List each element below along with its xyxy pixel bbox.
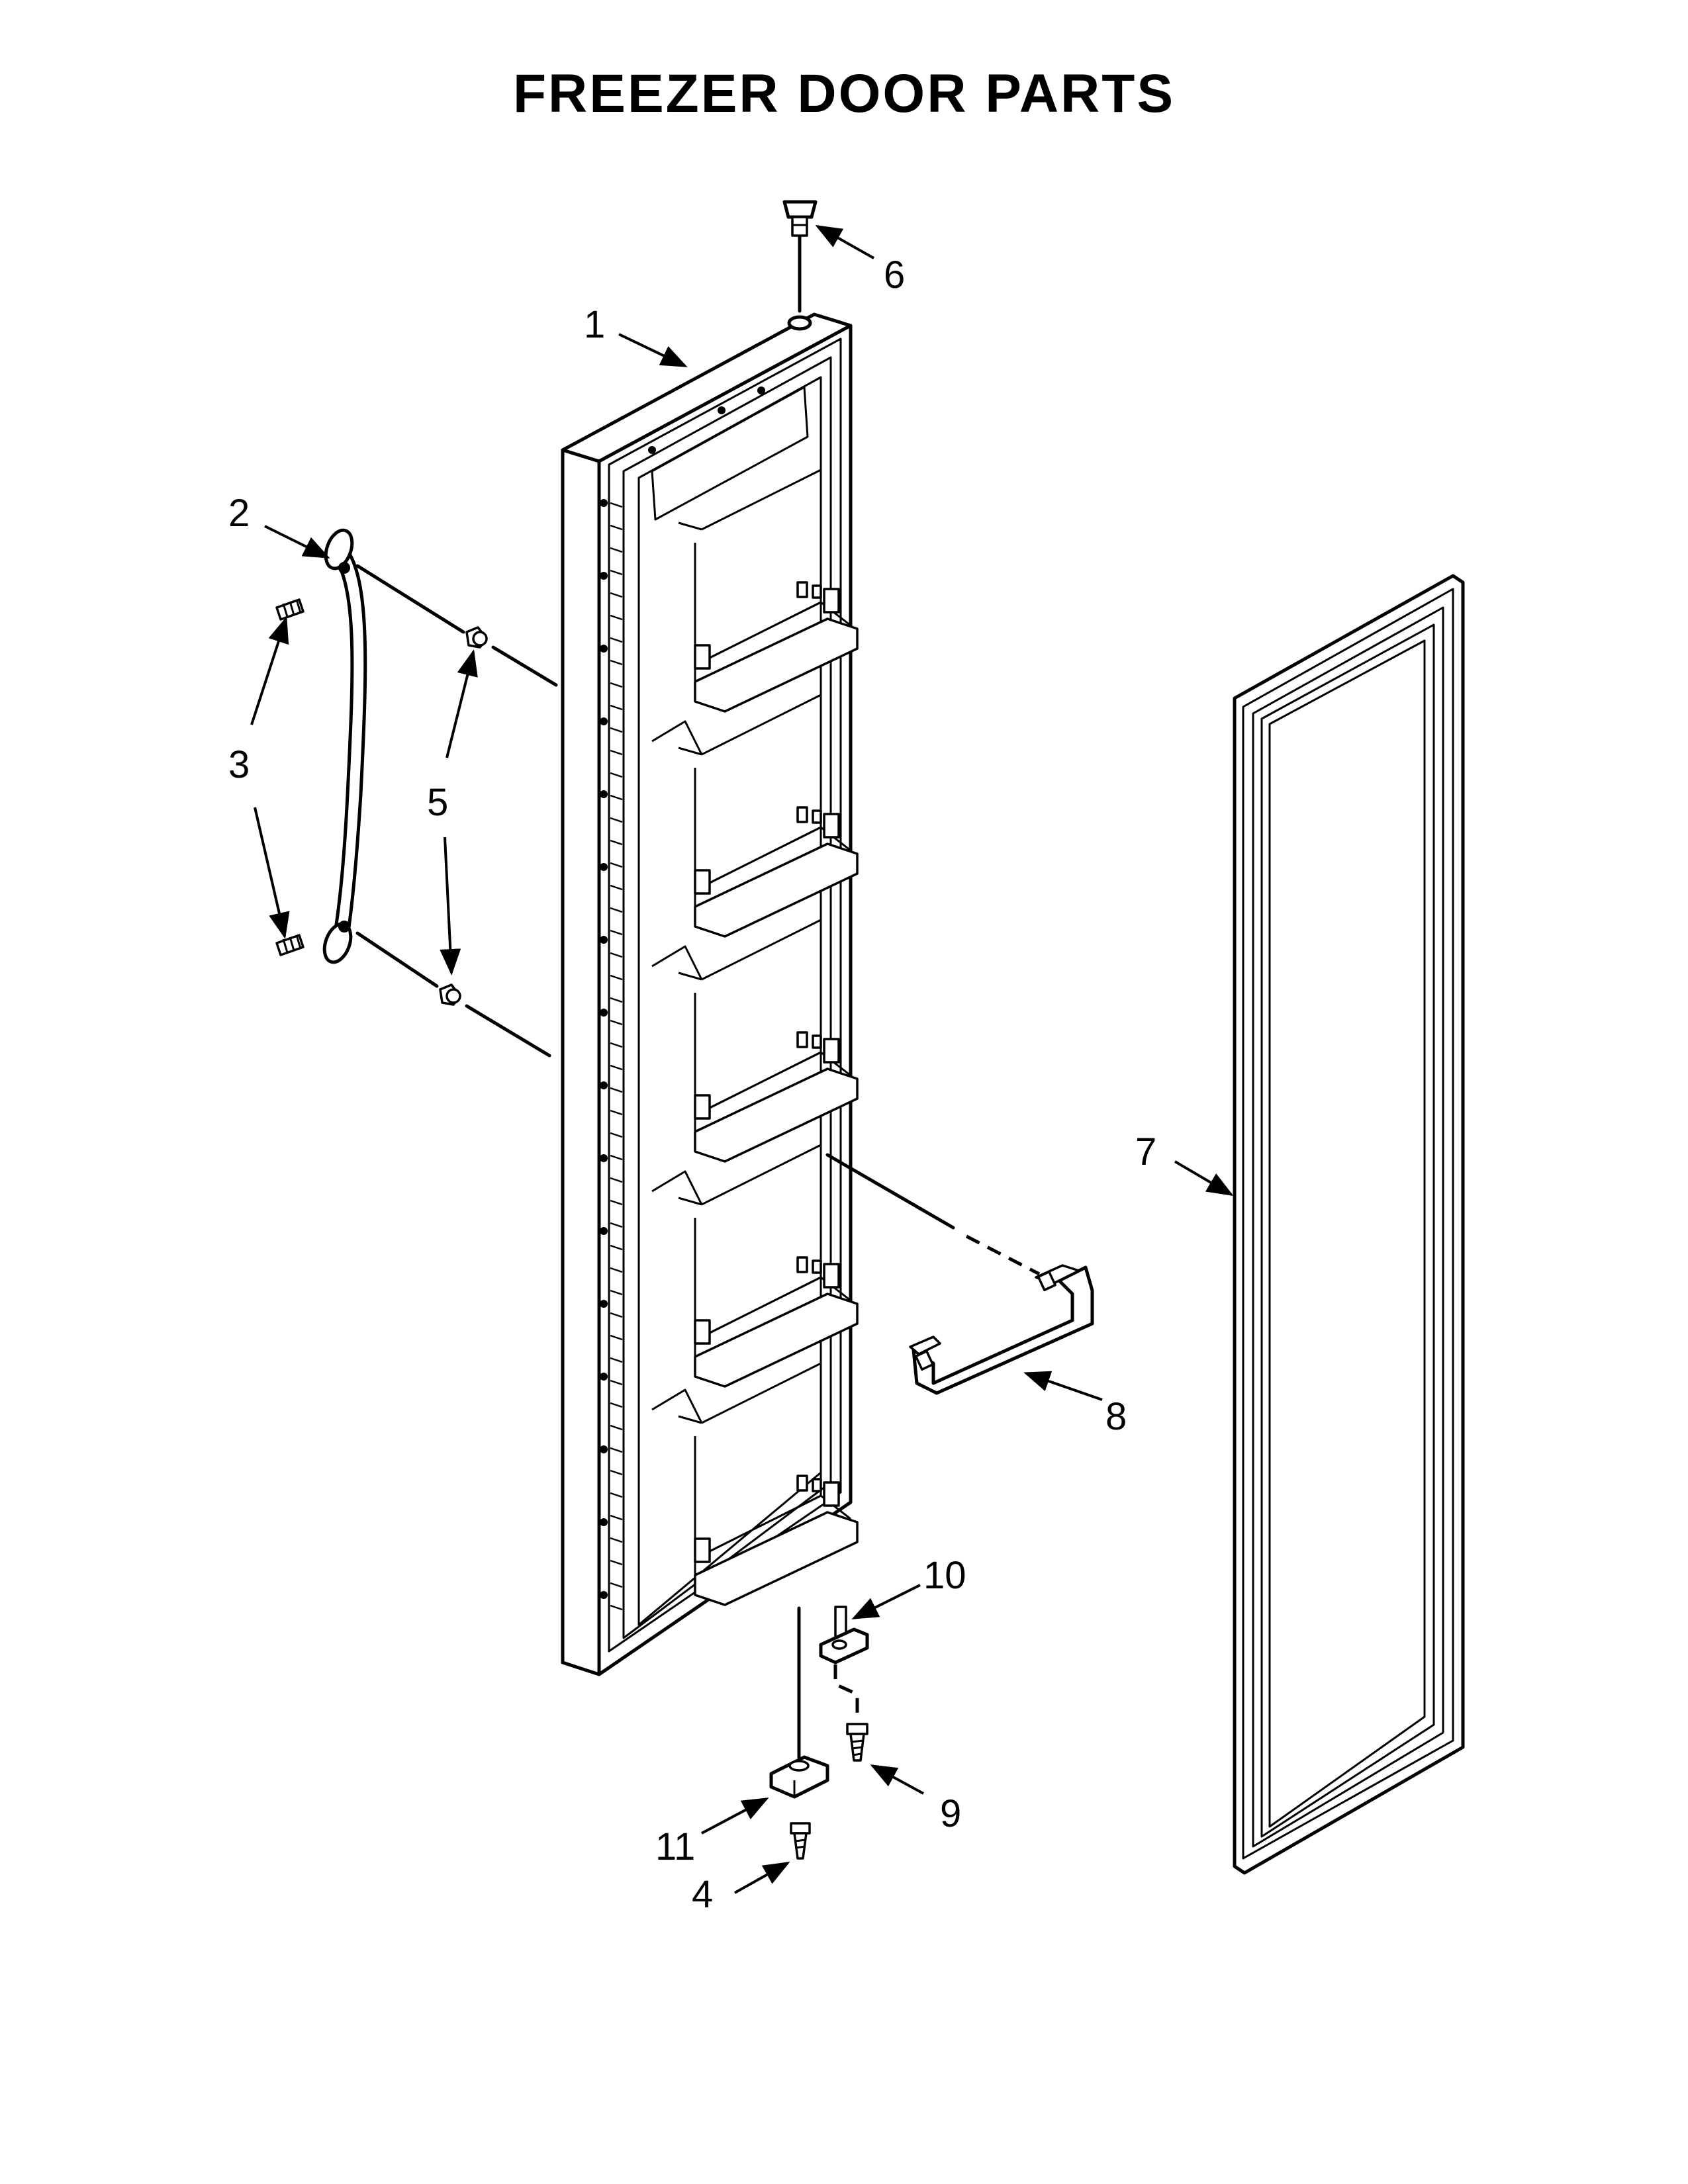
callout-9: 9 bbox=[940, 1792, 961, 1835]
set-screw-bottom bbox=[275, 934, 305, 956]
mounting-stud-top bbox=[465, 626, 488, 649]
callout-2: 2 bbox=[228, 492, 250, 535]
callout-7: 7 bbox=[1135, 1130, 1156, 1173]
bottom-hinge-bracket bbox=[769, 1755, 829, 1799]
diagram-title: FREEZER DOOR PARTS bbox=[512, 64, 1176, 124]
freezer-door bbox=[561, 312, 853, 1676]
callout-10: 10 bbox=[923, 1554, 966, 1597]
door-handle bbox=[322, 528, 367, 964]
door-shelf bbox=[651, 694, 859, 938]
hinge-screw bbox=[846, 1723, 868, 1762]
callout-3: 3 bbox=[228, 743, 250, 786]
door-gasket bbox=[1233, 574, 1465, 1875]
callout-5: 5 bbox=[427, 781, 448, 824]
callout-8: 8 bbox=[1105, 1395, 1127, 1438]
mounting-stud-bottom bbox=[439, 983, 461, 1006]
door-shelf bbox=[651, 1362, 859, 1606]
door-bins bbox=[651, 469, 859, 1606]
callout-11: 11 bbox=[655, 1825, 695, 1868]
lower-hinge-pin bbox=[819, 1606, 869, 1664]
callout-4: 4 bbox=[692, 1873, 713, 1916]
door-shelf bbox=[651, 1144, 859, 1388]
callout-1: 1 bbox=[584, 303, 605, 346]
set-screw-top bbox=[275, 598, 305, 621]
door-shelf bbox=[651, 919, 859, 1163]
hinge-bushing-top bbox=[782, 200, 818, 331]
door-shelf bbox=[678, 469, 859, 713]
door-bin bbox=[909, 1264, 1094, 1395]
callout-6: 6 bbox=[884, 253, 905, 296]
bracket-screw bbox=[790, 1822, 811, 1860]
